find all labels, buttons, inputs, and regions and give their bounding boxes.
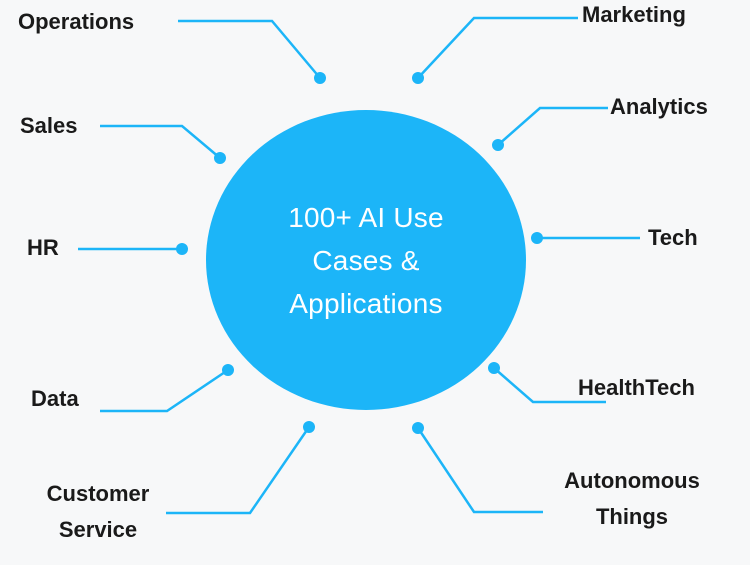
connector-healthtech: [493, 367, 606, 404]
node-label-customer-service: Customer Service: [30, 476, 166, 548]
node-label-autonomous-things-line2: Things: [595, 504, 669, 529]
node-dot-healthtech: [488, 362, 500, 374]
node-label-data: Data: [31, 386, 79, 411]
central-hub-circle: 100+ AI Use Cases & Applications: [206, 110, 526, 410]
node-label-hr: HR: [27, 235, 59, 260]
connector-data: [100, 368, 229, 413]
node-dot-operations: [314, 72, 326, 84]
node-dot-sales: [214, 152, 226, 164]
node-label-tech: Tech: [648, 225, 698, 250]
connector-sales: [100, 124, 221, 159]
node-dot-autonomous-things: [412, 422, 424, 434]
node-label-customer-service-line1: Customer: [46, 481, 150, 506]
node-label-analytics: Analytics: [610, 94, 708, 119]
connector-operations: [178, 19, 321, 79]
hub-title: 100+ AI Use Cases & Applications: [288, 201, 444, 319]
node-dot-hr: [176, 243, 188, 255]
connector-autonomous-things: [416, 427, 543, 514]
connector-customer-service: [166, 426, 311, 515]
connector-analytics: [497, 106, 608, 146]
node-label-operations: Operations: [18, 9, 135, 34]
node-label-healthtech: HealthTech: [578, 375, 695, 400]
node-dot-data: [222, 364, 234, 376]
node-label-autonomous-things: Autonomous Things: [544, 463, 720, 535]
node-dot-analytics: [492, 139, 504, 151]
node-label-marketing: Marketing: [582, 2, 686, 27]
node-label-customer-service-line2: Service: [58, 517, 138, 542]
node-label-autonomous-things-line1: Autonomous: [564, 468, 700, 493]
node-dot-customer-service: [303, 421, 315, 433]
node-label-sales: Sales: [20, 113, 78, 138]
node-dot-tech: [531, 232, 543, 244]
connector-marketing: [417, 16, 578, 79]
node-dot-marketing: [412, 72, 424, 84]
